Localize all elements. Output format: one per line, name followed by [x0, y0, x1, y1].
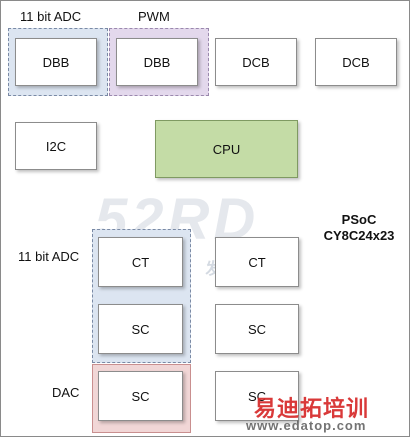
ct-block-left: CT: [98, 237, 183, 287]
dcb-block-2: DCB: [315, 38, 397, 86]
i2c-block: I2C: [15, 122, 97, 170]
pwm-label: PWM: [138, 9, 170, 24]
dbb-block-2: DBB: [116, 38, 198, 86]
sc-block-right-2: SC: [215, 371, 299, 421]
ct-block-right: CT: [215, 237, 299, 287]
chip-part-number: CY8C24x23: [323, 228, 395, 243]
sc-block-right-1: SC: [215, 304, 299, 354]
dbb-block-1: DBB: [15, 38, 97, 86]
dcb-block-1: DCB: [215, 38, 297, 86]
adc-left-label: 11 bit ADC: [18, 249, 80, 264]
dac-label: DAC: [52, 385, 80, 400]
chip-name: PSoC CY8C24x23: [316, 212, 402, 244]
sc-block-left-1: SC: [98, 304, 183, 354]
cpu-block: CPU: [155, 120, 298, 178]
adc-top-label: 11 bit ADC: [20, 9, 82, 24]
sc-block-left-2: SC: [98, 371, 183, 421]
chip-family: PSoC: [341, 212, 377, 227]
